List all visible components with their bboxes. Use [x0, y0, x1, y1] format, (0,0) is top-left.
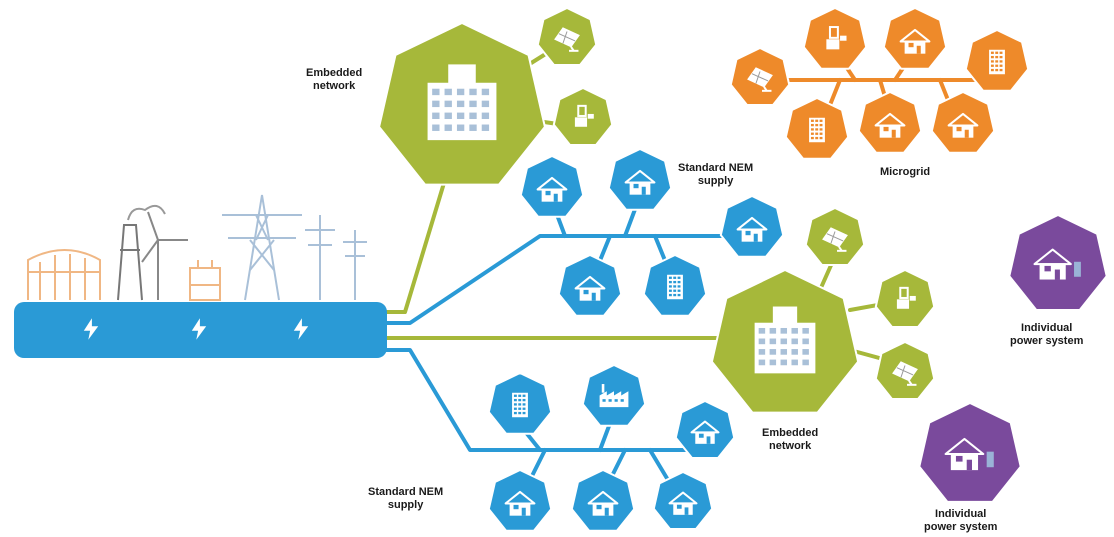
solar-panel-icon [747, 67, 773, 92]
standard-supply-house-node [719, 195, 785, 258]
solar-panel-icon [554, 27, 580, 52]
label-microgrid: Microgrid [880, 166, 931, 178]
battery-inverter-icon [574, 104, 594, 127]
house-icon [624, 169, 656, 195]
apartment-building-icon [809, 117, 825, 143]
house-icon [874, 112, 906, 138]
office-building-icon [754, 306, 816, 374]
transmission-tower-icon [222, 194, 302, 301]
line-to-embedded-top [383, 128, 462, 314]
apartment-building-icon [989, 49, 1005, 75]
solar-panel-icon [892, 361, 918, 386]
battery-inverter-icon [826, 26, 847, 50]
microgrid-house-node [857, 91, 923, 154]
house-icon [947, 112, 979, 138]
standard-supply-house-node [557, 254, 623, 317]
wind-turbine-icon [141, 211, 188, 300]
generation-infrastructure [27, 194, 367, 301]
embedded-network-top-node [378, 22, 546, 186]
solar-panel-node [804, 207, 866, 266]
power-plant-icon [117, 204, 166, 301]
microgrid-solar-node [729, 47, 791, 106]
energy-supply-bus [14, 302, 387, 358]
battery-inverter-icon [896, 286, 916, 309]
line-to-standard-top [383, 234, 752, 325]
solar-panel-node [536, 7, 598, 66]
solar-panel-node [874, 341, 936, 400]
apartment-building-icon [512, 392, 528, 418]
label-embedded-network-mid: Embedded network [762, 427, 819, 452]
individual-power-system-node [1008, 214, 1108, 311]
house-icon [668, 491, 698, 515]
factory-icon [599, 384, 629, 408]
microgrid-apartment-node [784, 97, 850, 160]
network-nodes [378, 7, 1108, 532]
solar-panel-icon [822, 227, 848, 252]
standard-supply-house-node [652, 471, 714, 530]
label-standard-nem-supply-top: Standard NEM supply [678, 162, 754, 187]
microgrid-house-node [930, 91, 996, 154]
standard-supply-factory-node [581, 364, 647, 427]
embedded-network-mid-node [710, 269, 860, 414]
microgrid-apartment-node [964, 29, 1030, 92]
house-icon [587, 490, 619, 516]
house-with-battery-icon [944, 437, 994, 471]
label-individual-power-system-1: Individual power system [1010, 322, 1084, 347]
standard-supply-apartment-node [487, 372, 553, 435]
apartment-building-icon [667, 274, 683, 300]
house-icon [504, 490, 536, 516]
battery-inverter-node [874, 269, 936, 328]
microgrid-battery-node [802, 7, 868, 70]
standard-supply-house-node [607, 148, 673, 211]
microgrid-house-node [882, 7, 948, 70]
house-icon [574, 275, 606, 301]
distribution-pole-icon [305, 215, 367, 300]
standard-supply-house-node [674, 400, 736, 459]
battery-inverter-node [552, 87, 614, 146]
label-embedded-network-top: Embedded network [306, 67, 363, 92]
label-individual-power-system-2: Individual power system [924, 508, 998, 533]
label-standard-nem-supply-bottom: Standard NEM supply [368, 486, 444, 511]
individual-power-system-node [918, 402, 1022, 503]
office-building-icon [427, 64, 497, 141]
house-icon [899, 28, 931, 54]
standard-supply-apartment-node [642, 254, 708, 317]
substation-transformer-icon [189, 260, 221, 301]
line-to-standard-bottom [383, 348, 702, 452]
standard-supply-house-node [487, 469, 553, 532]
house-icon [736, 216, 768, 242]
standard-supply-house-node [570, 469, 636, 532]
gas-storage-tanks-icon [27, 249, 101, 300]
standard-supply-house-node [519, 155, 585, 218]
house-icon [690, 420, 720, 444]
house-with-battery-icon [1033, 248, 1081, 280]
house-icon [536, 176, 568, 202]
